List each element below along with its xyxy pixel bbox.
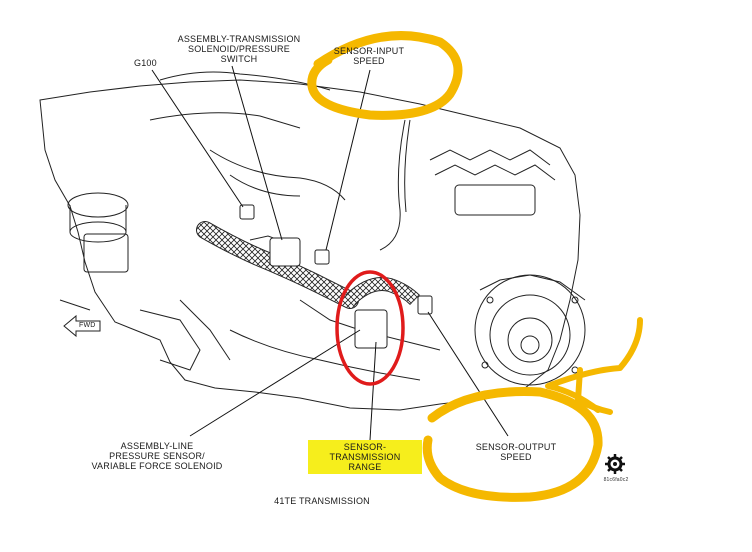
label-output-speed-sensor: SENSOR-OUTPUT SPEED (475, 442, 557, 462)
label-line-pressure-sensor: ASSEMBLY-LINE PRESSURE SENSOR/ VARIABLE … (91, 441, 223, 471)
connector-gear-icon (605, 454, 625, 474)
label-forward: FWD (79, 322, 96, 329)
label-g100: G100 (134, 58, 157, 68)
forward-arrow-icon (63, 314, 101, 338)
figure-code: 81c6fa0c2 (603, 477, 629, 483)
label-transmission-range-sensor: SENSOR-TRANSMISSION RANGE (308, 440, 422, 474)
label-solenoid-pressure-switch: ASSEMBLY-TRANSMISSION SOLENOID/PRESSURE … (177, 34, 301, 64)
label-input-speed-sensor: SENSOR-INPUT SPEED (333, 46, 405, 66)
figure-caption: 41TE TRANSMISSION (274, 496, 370, 506)
